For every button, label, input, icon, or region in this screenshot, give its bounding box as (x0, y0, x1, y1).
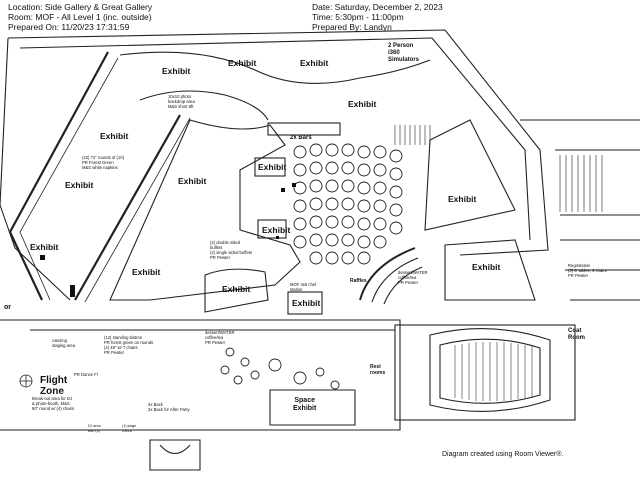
exhibit-label: Exhibit (472, 262, 501, 272)
location-text: Location: Side Gallery & Great Gallery (8, 2, 153, 12)
exhibit-label: Exhibit (132, 267, 161, 277)
room-text: Room: MOF - All Level 1 (inc. outside) (8, 12, 152, 22)
vr-simulators-label: 2 Person i360 Simulators (388, 43, 420, 63)
exhibit-label: Exhibit (100, 131, 129, 141)
space-exhibit-label: Space Exhibit (293, 397, 317, 412)
exhibit-label: Exhibit (228, 58, 257, 68)
staging-note: catering staging area (52, 338, 76, 348)
exhibit-label: Exhibit (178, 176, 207, 186)
breakout-note: Break-out area for DJ & photo-booth, M&S… (32, 396, 74, 411)
stage-note: (1) stage 24x16 (122, 424, 137, 433)
exhibit-label: Exhibit (258, 162, 287, 172)
dance-floor-note: PR Dance Fl (74, 372, 98, 377)
exhibit-label: Exhibit (222, 284, 251, 294)
rounds-note: (42) 72" rounds of (10) PR Forest Green … (82, 155, 124, 170)
dessert-note: dessert/WATER coffee/tea PR Pewter (205, 330, 235, 345)
exhibit-label: Exhibit (30, 242, 59, 252)
dessert-note-2: dessert/WATER coffee/tea PR Pewter (398, 270, 428, 285)
exhibit-label: Exhibit (262, 225, 291, 235)
backdrop-note: 10x10 photo backdrop area M&S short 8ft (168, 94, 195, 109)
time-text: Time: 5:30pm - 11:00pm (312, 12, 404, 22)
exhibit-label: Exhibit (65, 180, 94, 190)
diagram-credit: Diagram created using Room Viewer®. (442, 451, 564, 458)
exhibit-label: Exhibit (300, 58, 329, 68)
chef-station-note: MOF 4x8 chef station (290, 282, 317, 292)
exhibit-label: Exhibit (292, 298, 321, 308)
date-text: Date: Saturday, December 2, 2023 (312, 2, 443, 12)
back-bar-note: 4x Back 2x Back for After Party (148, 402, 190, 412)
restrooms-label: Rest rooms (370, 364, 386, 376)
great-gallery-outline (7, 29, 549, 256)
flight-zone-label: Flight Zone (40, 375, 68, 397)
exhibit-label: Exhibit (162, 66, 191, 76)
edge-label: or (4, 304, 11, 311)
exhibit-label: Exhibit (448, 194, 477, 204)
high-tops-note: (12) standing bistros PR forest green on… (104, 335, 154, 355)
prepared-on-text: Prepared On: 11/20/23 17:31:59 (8, 22, 130, 32)
exhibit-label: Exhibit (348, 99, 377, 109)
buffets-note: (2) double sided buffets (2) single side… (210, 240, 253, 260)
bars-label: 2x Bars (290, 135, 312, 141)
dj-area-note: DJ area with (4) (88, 424, 101, 433)
raffles-label: Raffles (350, 278, 367, 284)
coat-room-label: Coat Room (568, 328, 585, 341)
registration-note: Registration (3) 6' tables, 6 chairs PR … (568, 263, 607, 278)
prepared-by-text: Prepared By: Landyn (312, 22, 392, 32)
